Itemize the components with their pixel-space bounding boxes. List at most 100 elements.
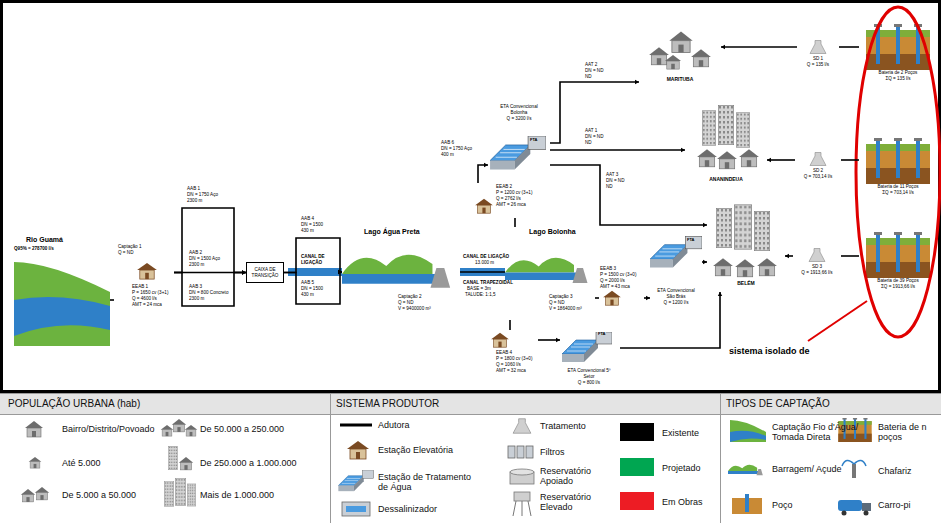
node-label: SD 1 (798, 56, 838, 62)
tank-icon (809, 249, 825, 262)
node-label: Q = 1060 l/s (496, 362, 521, 368)
legend-icon (161, 419, 198, 436)
node-label: FTA (529, 138, 538, 143)
pipeline-label: AAB 4 (300, 216, 315, 222)
legend-label: Projetado (662, 463, 701, 473)
tank-icon (810, 41, 826, 54)
pipeline-connector (550, 80, 639, 143)
city: MARITUBA (639, 20, 721, 88)
legend-icon (25, 421, 43, 437)
pipeline-label: CANAL DE LIGAÇÃO (462, 254, 510, 260)
node-label: MARITUBA (640, 76, 720, 82)
node-label: Bateria de 2 Poços (860, 70, 936, 76)
legend-label: Adutora (378, 420, 410, 430)
node-label: Q95% = 278700 l/s (14, 246, 54, 252)
node-label: Q = 2000 l/s (600, 278, 625, 284)
well-battery-icon (866, 232, 930, 278)
dimension-label: DN = 1500 Aço (188, 256, 221, 262)
pipeline-line (550, 149, 685, 151)
legend-label: Barragem/ Açude (772, 464, 842, 474)
legend-icon (513, 492, 531, 516)
dimension-label: CANAL DE LIGAÇÃO (300, 254, 332, 265)
legend-label: Filtros (540, 447, 565, 457)
tank-icon (810, 153, 826, 166)
legend-swatch (620, 458, 654, 476)
treatment-plant: FTAETA Convencional 5º SetorQ = 800 l/s (560, 330, 620, 390)
dimension-label: 430 m (300, 228, 315, 234)
pipeline-line (595, 297, 599, 299)
legend-icon (29, 457, 42, 468)
node-label: Bateria de 11 Poços (860, 184, 936, 190)
dimension-label: sistema isolado de (728, 346, 811, 357)
dimension-label: DN = 1750 Aço (186, 192, 219, 198)
dimension-label: DN = 1500 (300, 222, 324, 228)
node-label: SD 3 (794, 264, 840, 270)
legend-icon (510, 469, 534, 484)
distribution-tank: SD 2Q = 703,14 l/s (795, 150, 841, 184)
legend-label: Existente (662, 428, 699, 438)
legend-label: Reservatório Elevado (540, 492, 620, 513)
pointer-line (808, 301, 867, 341)
legend-icon (347, 441, 369, 459)
node-label: Captação 3 (549, 294, 573, 300)
node-label: P = 1650 cv (3+1) (132, 290, 168, 296)
node-label: Lago Água Preta (364, 228, 420, 236)
lake-intake: Lago Água PretaCaptação 2Q = NDV = 94000… (342, 227, 460, 320)
arrowhead (703, 223, 707, 227)
legend-heading: TIPOS DE CAPTAÇÃO (726, 398, 830, 410)
pipeline-line (550, 165, 707, 225)
node-label: Q = 4600 l/s (132, 296, 157, 302)
pipeline-connector (644, 296, 650, 300)
legend-label: Até 5.000 (62, 458, 101, 468)
legend-swatch (620, 492, 654, 510)
legend-swatch (620, 423, 654, 441)
pipeline-line (284, 238, 342, 273)
node-label: P = 1200 cv (3+1) (496, 190, 532, 196)
lake-icon (505, 258, 588, 283)
river-bank (14, 262, 110, 346)
arrowhead (703, 260, 707, 264)
node-label: AMT = 32 mca (496, 368, 526, 374)
city-icon (697, 105, 759, 168)
legend-label: Captação Fio d'Água/ Tomada Direta (772, 422, 868, 443)
node-label: ΣQ = 135 l/s (860, 76, 936, 82)
pipeline-connector (284, 270, 342, 304)
legend-label: Mais de 1.000.000 (200, 490, 274, 500)
node-label: FTA (597, 332, 606, 337)
legend-icon (838, 500, 871, 516)
lake-intake: Lago BolonhaCaptação 3Q = NDV = 1864000 … (505, 227, 595, 320)
dimension-label: DN = 800 Concreto (188, 290, 229, 296)
arrowhead (681, 148, 685, 152)
dimension-label: TALUDE: 1:1,5 (464, 292, 497, 298)
node-label: EEAB 3 (600, 266, 616, 272)
node-label: Captação 2 (398, 294, 422, 300)
highlight-ellipse (856, 7, 940, 337)
node-label: Q = ND (549, 300, 564, 306)
treatment-plant-icon (490, 136, 546, 170)
node-label: P = 1500 cv (3+0) (600, 272, 636, 278)
pipeline-line (721, 46, 797, 48)
pipeline-label: AAB 2 (188, 250, 203, 256)
pipeline-line (478, 165, 488, 183)
node-label: V = 9400000 m³ (398, 306, 431, 312)
node-label: Q = ND (118, 250, 133, 256)
pipeline-connector (839, 47, 859, 48)
pipeline-connector (550, 148, 685, 152)
treatment-plant-icon (650, 236, 702, 267)
pipeline-line (841, 255, 859, 257)
pipeline-label: AAT 3 (605, 172, 619, 178)
city: BELÉM (707, 196, 785, 292)
pipeline-connector (284, 238, 342, 274)
pipeline-connector (785, 254, 793, 258)
node-label: Rio Guamá (26, 236, 63, 244)
treatment-plant-icon (562, 332, 612, 362)
pump-station: EEAB 2P = 1200 cv (3+1)Q = 2762 l/sAMT =… (472, 183, 533, 218)
pipeline-line (174, 273, 246, 307)
treatment-plant: FTAETA Convencional São BrásQ = 1200 l/s (650, 236, 702, 310)
legend-header-band (0, 393, 941, 414)
pipeline-line (767, 159, 795, 161)
legend-icon (842, 460, 866, 478)
node-label: EEAB 1 (132, 284, 148, 290)
